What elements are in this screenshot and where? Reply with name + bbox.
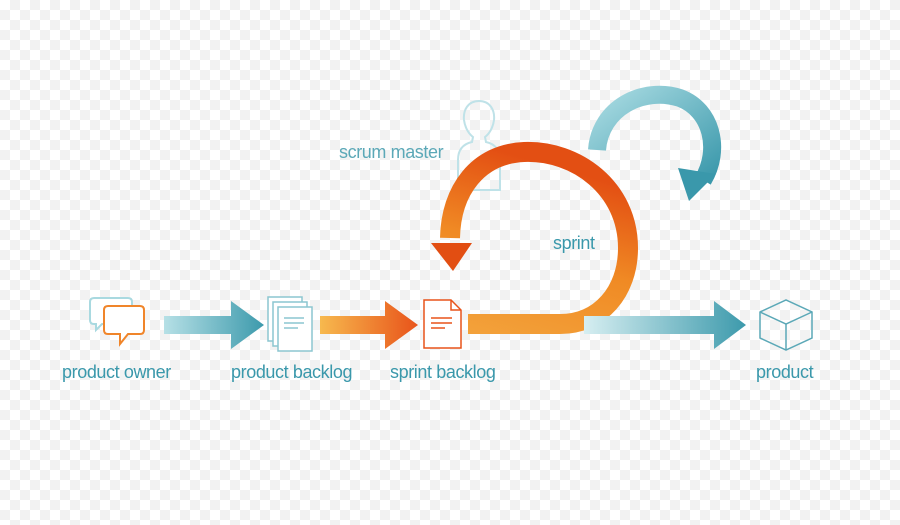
document-icon xyxy=(423,299,462,349)
person-silhouette-icon xyxy=(457,99,501,191)
cube-icon xyxy=(759,299,813,351)
daily-cycle-arrow-icon xyxy=(588,85,722,201)
documents-stack-icon xyxy=(267,296,313,352)
arrow-backlog-to-sprint-icon xyxy=(320,301,418,349)
product-label: product xyxy=(756,362,814,382)
sprint-cycle-arrow-icon xyxy=(431,141,639,334)
arrow-owner-to-backlog-icon xyxy=(164,301,264,349)
sprint-label: sprint xyxy=(553,233,595,253)
product-backlog-label: product backlog xyxy=(231,362,353,382)
chat-bubbles-icon xyxy=(89,297,145,347)
sprint-backlog-label: sprint backlog xyxy=(390,362,496,382)
arrow-to-product-icon xyxy=(584,301,746,349)
product-owner-label: product owner xyxy=(62,362,171,382)
scrum-master-label: scrum master xyxy=(339,142,444,162)
